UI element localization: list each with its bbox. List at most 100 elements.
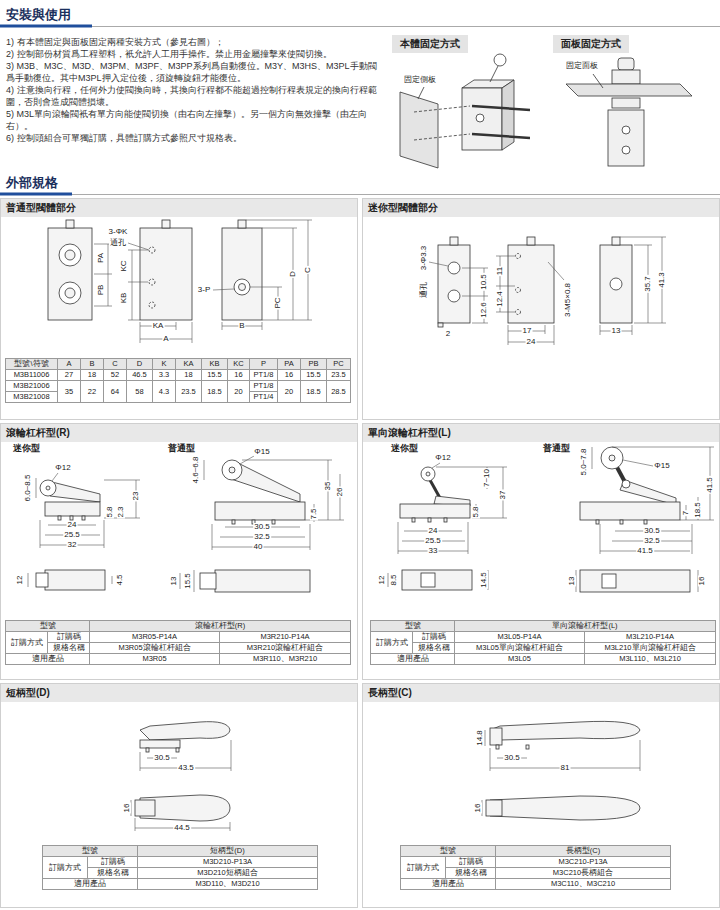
table-cell: M3L05-P14A (455, 632, 585, 643)
dimension-label: 14.8 (476, 729, 484, 747)
panel-heading: 面板固定方式 (561, 37, 621, 51)
dimension-label: 41.3 (658, 271, 666, 289)
table-cell: 訂購碼 (88, 857, 138, 868)
table-cell: 22 (81, 381, 104, 403)
table-cell: 單向滾輪杠杆型(L) (455, 621, 716, 632)
dimension-label: 18.5 (694, 501, 702, 519)
table-cell: D (127, 359, 153, 370)
table-cell: 18 (81, 370, 104, 381)
dimension-label: 13 (611, 327, 622, 335)
variant-heading: 普通型 (167, 444, 196, 453)
table-cell: PA (278, 359, 301, 370)
table-cell: M3D210短柄組合 (138, 868, 318, 879)
dimension-label: PB (97, 284, 105, 297)
table-cell: 訂購方式 (43, 857, 88, 879)
usage-note: 6) 控制頭組合可單獨訂購，具體訂購方式參照尺寸規格表。 (6, 132, 378, 144)
table-cell: 規格名稱 (88, 868, 138, 879)
dimension-label: KA (152, 322, 165, 330)
dimension-label: 11 (496, 266, 504, 276)
table-cell: 長柄型(C) (496, 846, 671, 857)
table-cell: 適用產品 (401, 879, 496, 890)
table-cell: M3C210-P13A (496, 857, 671, 868)
table-cell: 型號 (6, 621, 90, 632)
dimension-label: 32 (67, 541, 78, 549)
dimension-label: 41.5 (636, 547, 654, 555)
table-cell: M3R210滾輪杠杆組合 (220, 643, 351, 654)
table-cell: 訂購方式 (371, 632, 413, 654)
usage-notes: 1) 有本體固定與面板固定兩種安裝方式（參見右圖）；2) 控制部份材質爲工程塑料… (6, 36, 378, 144)
dimension-label: 30.5 (643, 527, 661, 535)
table-cell: 4.3 (153, 381, 176, 403)
mounting-method-tag: 本體固定方式 (392, 35, 468, 53)
table-cell: M3L05 (455, 654, 585, 665)
table-cell: M3L05單向滾輪杠杆組合 (455, 643, 585, 654)
table-cell: M3R110、M3R210 (220, 654, 351, 665)
usage-note: 3) M3B、M3C、M3D、M3PM、M3PF、M3PP系列爲自動復位。M3Y… (6, 60, 378, 84)
dimension-label: 26 (336, 487, 344, 498)
dimension-label: 4.6~6.8 (192, 456, 200, 485)
table-cell: M3R05-P14A (90, 632, 220, 643)
table-cell: 18.5 (301, 381, 327, 403)
dimension-label: 30.5 (153, 754, 171, 762)
table-cell: M3R210-P14A (220, 632, 351, 643)
table-cell: 訂購方式 (401, 857, 446, 879)
table-cell: P (250, 359, 278, 370)
dimension-label: 24 (526, 338, 537, 346)
table-cell: 23.5 (176, 381, 202, 403)
dimension-label: 3-M5×0.8 (564, 282, 572, 318)
table-cell: M3B21008 (6, 392, 58, 403)
panel-heading: 單向滾輪杠杆型(L) (363, 424, 719, 442)
table-cell: 46.5 (127, 370, 153, 381)
dimension-label: 13 (568, 576, 576, 587)
table-cell: 58 (127, 381, 153, 403)
table-cell: 型號\符號 (6, 359, 58, 370)
panel-heading: 迷你型閥體部分 (363, 199, 719, 217)
dimension-label: 12.6 (480, 301, 488, 319)
usage-note: 1) 有本體固定與面板固定兩種安裝方式（參見右圖）； (6, 36, 378, 48)
table-cell: 27 (58, 370, 81, 381)
table-cell: K (153, 359, 176, 370)
dimension-label: 24 (67, 521, 78, 529)
dimension-label: 25.5 (63, 531, 81, 539)
spec-table: 型號\符號ABCDKKAKBKCPPAPBPCM3B1100627185246.… (5, 358, 351, 403)
table-cell: 16 (228, 370, 250, 381)
variant-heading: 普通型 (542, 444, 571, 453)
table-cell: KB (202, 359, 228, 370)
table-cell: 適用產品 (371, 654, 455, 665)
dimension-label: 13 (170, 576, 178, 587)
table-cell: M3R05 (90, 654, 220, 665)
table-cell: PT1/8 (250, 381, 278, 392)
table-cell: A (58, 359, 81, 370)
table-cell: 3.3 (153, 370, 176, 381)
spec-table: 型號單向滾輪杠杆型(L)訂購方式訂購碼M3L05-P14AM3L210-P14A… (370, 620, 716, 665)
table-cell: B (81, 359, 104, 370)
table-cell: 18.5 (202, 381, 228, 403)
spec-table: 型號短柄型(D)訂購方式訂購碼M3D210-P13A規格名稱M3D210短柄組合… (42, 845, 318, 890)
dimension-label: 44.5 (173, 824, 191, 832)
table-cell: 規格名稱 (446, 868, 496, 879)
dimension-label: 7.5 (310, 507, 318, 520)
table-cell: 型號 (401, 846, 496, 857)
dimension-label: C (304, 266, 312, 274)
table-cell: 23.5 (327, 370, 351, 381)
table-cell: 訂購碼 (48, 632, 90, 643)
dimension-label: 41.5 (706, 476, 714, 494)
dimension-label: KB (120, 292, 128, 305)
mounting-method-tag: 面板固定方式 (553, 35, 629, 53)
table-cell: M3B11006 (6, 370, 58, 381)
table-cell: 適用產品 (43, 879, 138, 890)
table-cell: KA (176, 359, 202, 370)
dimension-label: 3-Φ3.3 (420, 245, 428, 272)
table-cell: 15.5 (202, 370, 228, 381)
dimension-label: B (238, 322, 245, 330)
section-heading: 安裝與使用 (6, 6, 71, 24)
table-cell: M3D210-P13A (138, 857, 318, 868)
table-cell: 規格名稱 (413, 643, 455, 654)
panel-heading: 本體固定方式 (400, 37, 460, 51)
dimension-label: PC (274, 296, 282, 309)
table-cell: 18 (176, 370, 202, 381)
table-cell: 16 (278, 370, 301, 381)
dimension-label: 7 (682, 510, 690, 516)
table-cell: 規格名稱 (48, 643, 90, 654)
dimension-label: 12 (378, 575, 386, 586)
